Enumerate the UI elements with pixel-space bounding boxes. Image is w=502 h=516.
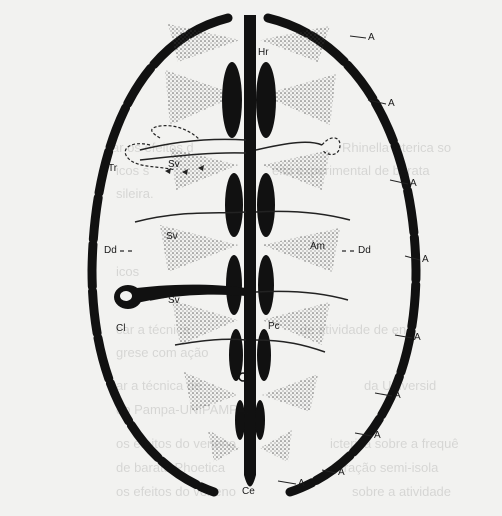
label-a: A [338, 468, 345, 478]
bleed-line: os efeitos do veneno [116, 484, 236, 499]
label-ce: Ce [242, 487, 255, 497]
label-a: A [414, 333, 421, 343]
bleed-line: ar os efeitos d [112, 140, 194, 155]
bleed-line: do Pampa-UNIPAMPA; [116, 402, 249, 417]
bleed-line: icos s [116, 163, 149, 178]
label-dd-right: Dd [358, 246, 371, 256]
bleed-line: os efeitos do veneno [116, 436, 236, 451]
label-a: A [422, 255, 429, 265]
label-sv2: Sv [166, 232, 178, 242]
label-a: A [410, 179, 417, 189]
bleed-line: de barata Phoetica [116, 460, 225, 475]
label-dd-left: Dd [104, 246, 117, 256]
label-pc: Pc [268, 322, 280, 332]
label-tr: Tr [108, 164, 117, 174]
bleed-line: icterica sobre a frequê [330, 436, 459, 451]
label-a: A [394, 391, 401, 401]
label-a: A [388, 99, 395, 109]
bleed-line: sobre a atividade [352, 484, 451, 499]
label-am: Am [310, 242, 325, 252]
bleed-line: Rhinella icterica so [342, 140, 451, 155]
bleed-line: de atividade de enz [300, 322, 413, 337]
bleed-line: sileira. [116, 186, 154, 201]
bleed-line: icos [116, 264, 139, 279]
bleed-line: car a técnica [116, 322, 190, 337]
bleed-line: grese com ação [116, 345, 209, 360]
bleed-line: eito experimental de barata [272, 163, 430, 178]
label-sv1: Sv [168, 160, 180, 170]
label-cl: Cl [116, 324, 125, 334]
cl-inner [120, 291, 132, 301]
bleed-line: coração semi-isola [330, 460, 438, 475]
bleed-line: ar a técnica de [116, 378, 201, 393]
label-a: A [298, 479, 305, 489]
label-sv3: Sv [168, 296, 180, 306]
label-hr: Hr [258, 48, 269, 58]
label-a: A [368, 33, 375, 43]
label-a: A [374, 431, 381, 441]
